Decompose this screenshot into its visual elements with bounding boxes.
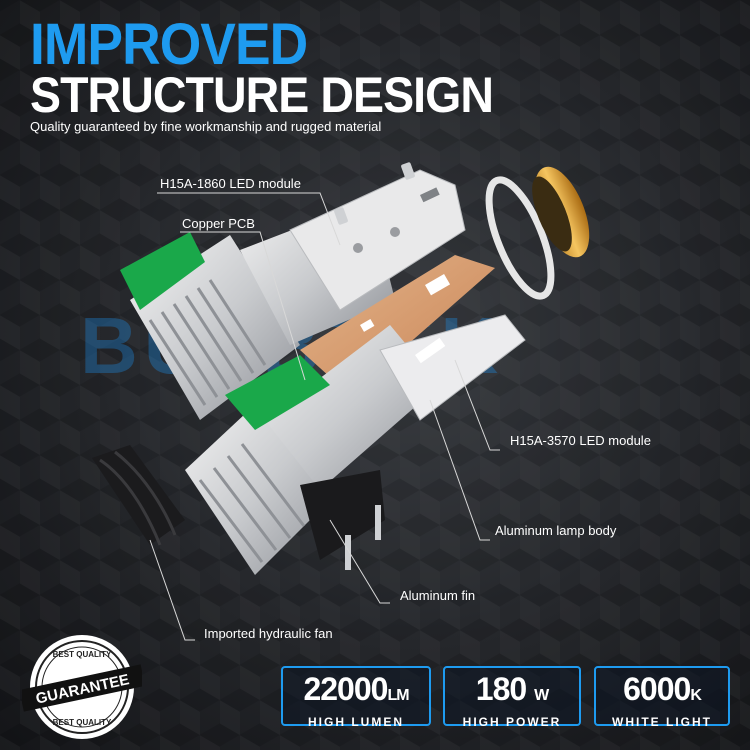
spec-power-unit: W bbox=[534, 687, 549, 704]
leader-lines bbox=[149, 192, 500, 641]
lower-green-connector bbox=[225, 355, 330, 430]
title-improved: IMPROVED bbox=[30, 12, 308, 77]
lower-bulb bbox=[185, 314, 526, 575]
title-structure-design: STRUCTURE DESIGN bbox=[30, 67, 494, 123]
spec-color-temp-unit: K bbox=[690, 687, 702, 704]
spec-power: 180 W HIGH POWER bbox=[443, 666, 581, 729]
screws bbox=[334, 162, 415, 225]
label-aluminum-fin: Aluminum fin bbox=[400, 588, 476, 603]
h15a-1860-module-plate bbox=[289, 169, 466, 311]
label-h15a-1860: H15A-1860 LED module bbox=[160, 176, 301, 191]
spec-lumen-caption: HIGH LUMEN bbox=[308, 715, 404, 729]
h15a-3570-module-plate bbox=[379, 314, 526, 421]
subtitle: Quality guaranteed by fine workmanship a… bbox=[30, 119, 382, 134]
upper-bulb bbox=[120, 169, 466, 420]
lower-fin-body bbox=[185, 400, 340, 575]
spec-power-caption: HIGH POWER bbox=[462, 715, 562, 729]
spec-lumen-unit: LM bbox=[387, 687, 409, 704]
spec-lumen-value: 22000 bbox=[303, 671, 388, 707]
upper-green-connector bbox=[120, 232, 205, 310]
led-chip-1860 bbox=[425, 274, 451, 296]
guarantee-seal: BEST QUALITY GUARANTEE BEST QUALITY bbox=[22, 635, 142, 739]
label-copper-pcb: Copper PCB bbox=[182, 216, 255, 231]
spec-color-temp-value: 6000 bbox=[623, 671, 691, 707]
spec-power-value: 180 bbox=[475, 671, 527, 707]
label-h15a-3570: H15A-3570 LED module bbox=[510, 433, 651, 448]
seal-bottom-text: BEST QUALITY bbox=[53, 718, 112, 727]
label-hydraulic-fan: Imported hydraulic fan bbox=[204, 626, 333, 641]
hydraulic-fan bbox=[92, 445, 185, 546]
seal-top-text: BEST QUALITY bbox=[53, 650, 112, 659]
lower-plug bbox=[300, 470, 385, 560]
spec-lumen: 22000LM HIGH LUMEN bbox=[281, 666, 431, 729]
seal-ring bbox=[485, 176, 555, 300]
label-lamp-body: Aluminum lamp body bbox=[495, 523, 617, 538]
spec-color-temp: 6000K WHITE LIGHT bbox=[594, 666, 730, 729]
spec-color-temp-caption: WHITE LIGHT bbox=[612, 715, 712, 729]
